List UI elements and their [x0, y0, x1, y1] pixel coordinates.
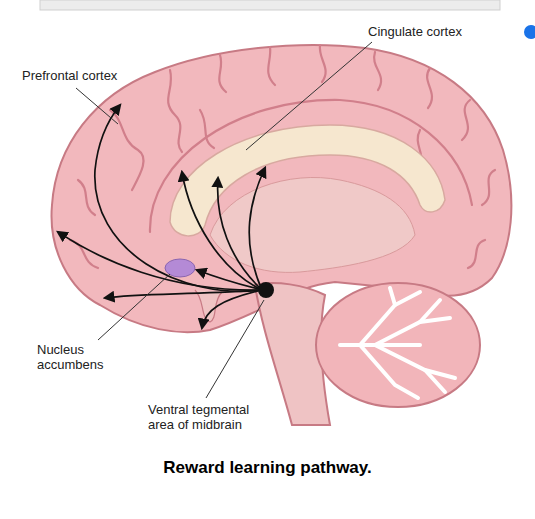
thalamus: [210, 177, 415, 272]
ventral-tegmental-area: [258, 282, 274, 298]
dopamine-pathway: [58, 105, 265, 328]
region-label: Cingulate cortex: [368, 24, 498, 39]
region-label: Nucleus accumbens: [37, 342, 117, 372]
region-label: Ventral tegmental area of midbrain: [148, 402, 272, 432]
arbor-vitae: [340, 288, 455, 398]
figure-caption: Reward learning pathway.: [0, 458, 535, 478]
leader-lines: [76, 42, 372, 398]
top-strip: [40, 0, 500, 10]
region-label: Prefrontal cortex: [22, 68, 152, 83]
cerebellum: [316, 283, 480, 407]
blue-dot: [524, 25, 535, 39]
